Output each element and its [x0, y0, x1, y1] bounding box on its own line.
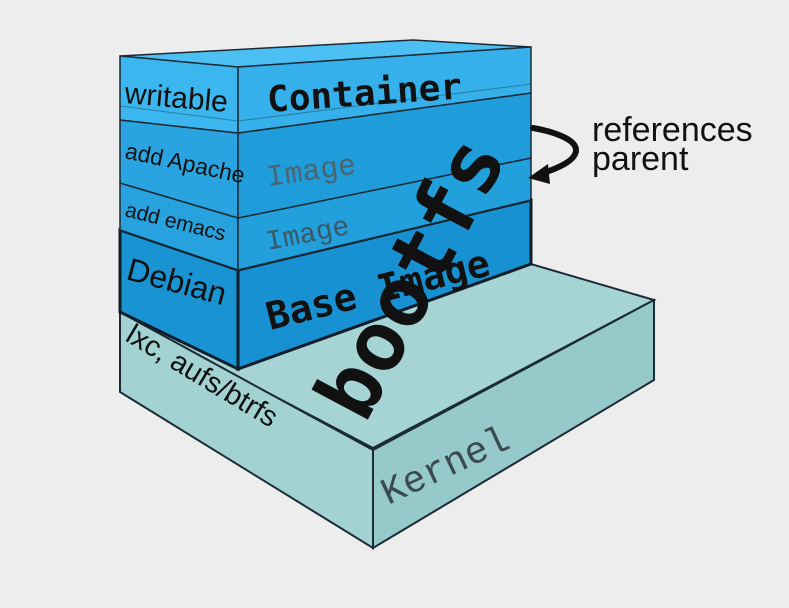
container-layer — [119, 39, 532, 134]
kernel-front-face — [372, 298, 655, 550]
kernel-layer — [119, 262, 657, 550]
arrow-head-icon — [528, 164, 550, 184]
references-text: references — [592, 111, 753, 149]
parent-text: parent — [592, 140, 689, 178]
curved-arrow-icon — [530, 125, 580, 177]
references-parent-annotation: references parent — [528, 111, 753, 184]
apache-image-layer — [119, 92, 532, 220]
